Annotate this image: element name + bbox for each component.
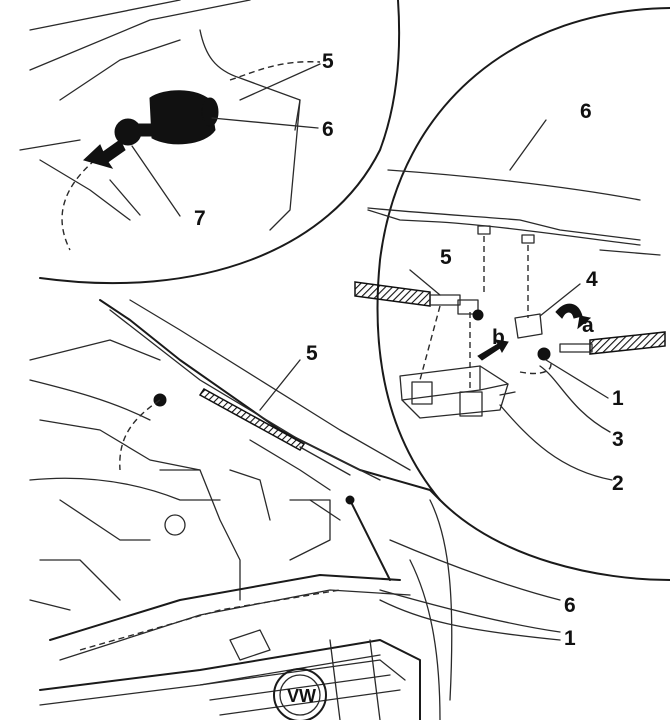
callout-3-right: 3	[612, 428, 624, 451]
callout-7-top: 7	[194, 207, 206, 230]
main-engine-bay-view: VW 5 6 1	[29, 299, 576, 720]
callout-5-right: 5	[440, 246, 452, 269]
callout-b-right: b	[492, 326, 505, 349]
mount-slot-1	[477, 225, 491, 235]
removal-arrow	[83, 139, 126, 169]
clip-4	[514, 313, 543, 339]
arrow-b	[477, 339, 509, 361]
callout-2-right: 2	[612, 472, 624, 495]
callout-1-main: 1	[564, 627, 576, 650]
vw-emblem-text: VW	[287, 686, 316, 706]
strut-right	[589, 331, 666, 355]
callout-a-right: a	[582, 314, 594, 337]
callout-5-top: 5	[322, 50, 334, 73]
callout-6-right: 6	[580, 100, 592, 123]
callout-1-right: 1	[612, 387, 624, 410]
main-strut-5	[198, 388, 306, 451]
arrow-a	[555, 303, 583, 319]
inset-right-border	[376, 7, 670, 581]
strut-left	[354, 281, 431, 307]
callout-6-main: 6	[564, 594, 576, 617]
front-grille	[39, 639, 421, 720]
main-strut-1	[349, 499, 391, 581]
hood-latch	[229, 629, 271, 661]
callout-5-main: 5	[306, 342, 318, 365]
strut-boot	[149, 90, 216, 145]
mount-slot-2	[521, 234, 535, 244]
callout-4-right: 4	[586, 268, 598, 291]
bracket-2	[399, 365, 509, 419]
vw-emblem	[273, 668, 327, 720]
radiator-support	[49, 574, 401, 641]
inset-top-detail: 5 6 7	[19, 0, 401, 285]
inset-right-detail: 6 5 4 a b 1 3 2	[354, 7, 670, 581]
callout-6-top: 6	[322, 118, 334, 141]
inset-top-border	[39, 0, 401, 285]
